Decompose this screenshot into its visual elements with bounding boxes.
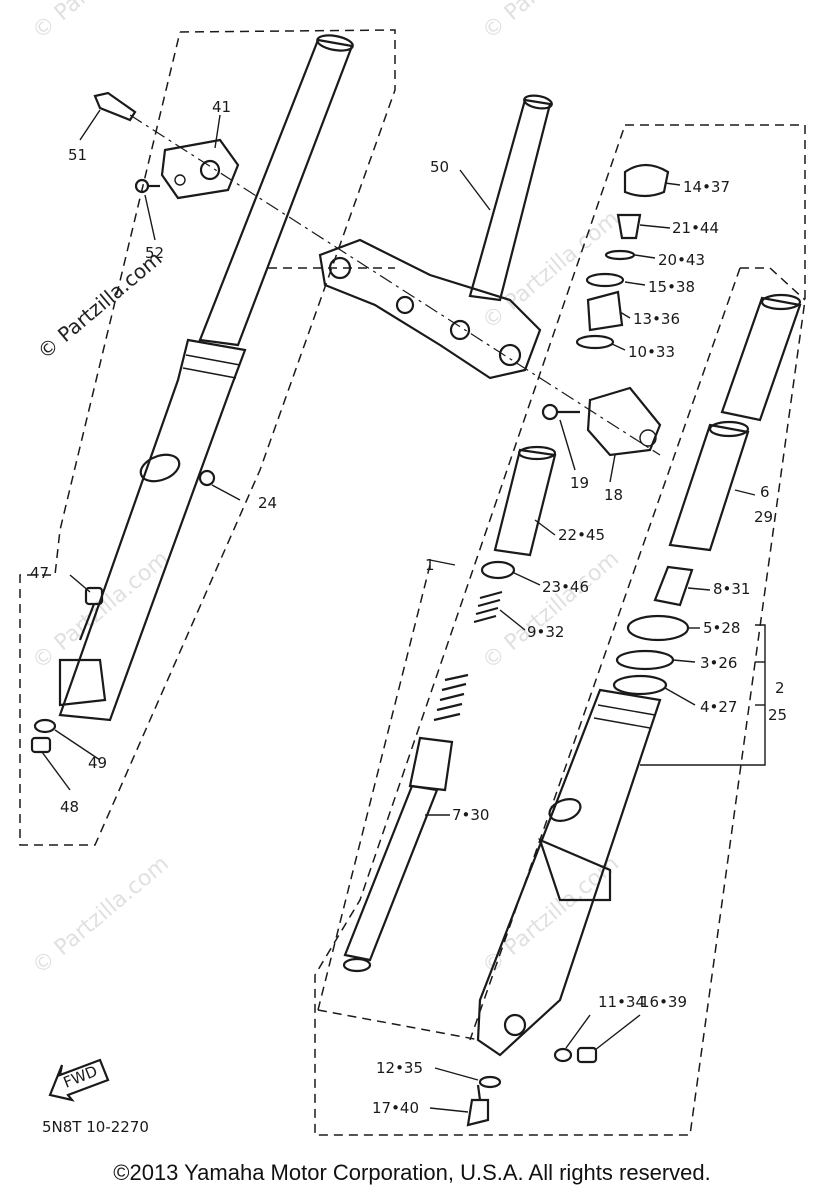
fwd-arrow-icon: FWD <box>48 1058 110 1102</box>
left-outer-tube <box>58 338 247 722</box>
diagram-code: 5N8T 10-2270 <box>42 1118 149 1136</box>
oring-10-33 <box>575 334 615 350</box>
label-8-31: 8•31 <box>713 580 750 598</box>
fwd-label: FWD <box>61 1062 100 1092</box>
spring-upper-6-29 <box>720 293 802 422</box>
oring-20-43 <box>604 249 636 261</box>
spacer-22-45 <box>493 445 557 557</box>
seat-23-46 <box>480 560 516 580</box>
label-20-43: 20•43 <box>658 251 705 269</box>
label-2: 2 <box>775 679 785 697</box>
cartridge-group-line <box>317 564 431 1011</box>
watermark: © Partzilla.com <box>478 206 624 334</box>
washer-15-38 <box>585 272 625 288</box>
clamp-18 <box>586 386 662 457</box>
right-fork-group-outline <box>314 124 806 1136</box>
left-inner-tube <box>198 34 354 347</box>
cap-14-37 <box>623 163 670 198</box>
label-19: 19 <box>570 474 589 492</box>
label-25: 25 <box>768 706 787 724</box>
right-outer-tube <box>476 688 662 1057</box>
bolt-52 <box>134 178 160 194</box>
label-17-40: 17•40 <box>372 1099 419 1117</box>
clip-3-26 <box>615 649 675 671</box>
label-1: 1 <box>425 556 435 574</box>
label-29: 29 <box>754 508 773 526</box>
label-10-33: 10•33 <box>628 343 675 361</box>
copyright-footer: ©2013 Yamaha Motor Corporation, U.S.A. A… <box>113 1160 711 1185</box>
bolt-51 <box>93 91 137 122</box>
watermark: © Partzilla.com <box>478 0 624 45</box>
label-15-38: 15•38 <box>648 278 695 296</box>
collar-8-31 <box>653 565 694 607</box>
label-6: 6 <box>760 483 770 501</box>
label-51: 51 <box>68 146 87 164</box>
label-4-27: 4•27 <box>700 698 737 716</box>
label-23-46: 23•46 <box>542 578 589 596</box>
bolt-17-40 <box>466 1084 490 1127</box>
part-labels: 51 41 52 24 47 49 48 50 14•37 21•44 20•4… <box>30 98 787 1117</box>
label-52: 52 <box>145 244 164 262</box>
label-48: 48 <box>60 798 79 816</box>
spring-lower-6-29 <box>668 420 750 552</box>
washer-49 <box>33 718 57 734</box>
label-47: 47 <box>30 564 49 582</box>
label-3-26: 3•26 <box>700 654 737 672</box>
plug-13-36 <box>586 290 624 332</box>
label-11-34: 11•34 <box>598 993 645 1011</box>
assembly-axis-line <box>129 114 661 456</box>
washer-12-35 <box>478 1075 502 1089</box>
bolt-47 <box>78 586 104 641</box>
spring-lower <box>433 673 469 722</box>
left-fork-group-outline <box>19 29 396 846</box>
label-24: 24 <box>258 494 277 512</box>
label-16-39: 16•39 <box>640 993 687 1011</box>
damper-rod-7-30 <box>342 736 454 973</box>
front-fork-exploded-diagram: © Partzilla.com © Partzilla.com © Partzi… <box>19 0 806 1136</box>
watermark: © Partzilla.com <box>28 851 174 979</box>
label-9-32: 9•32 <box>527 623 564 641</box>
handlebar-clamp-41 <box>160 138 240 200</box>
nut-48 <box>30 736 52 754</box>
label-50: 50 <box>430 158 449 176</box>
leader-lines <box>41 109 766 1113</box>
bolt-19 <box>541 403 580 421</box>
label-14-37: 14•37 <box>683 178 730 196</box>
cartridge-group-line <box>317 1009 481 1041</box>
label-12-35: 12•35 <box>376 1059 423 1077</box>
bolt-16-39 <box>576 1046 598 1064</box>
label-22-45: 22•45 <box>558 526 605 544</box>
spring-9-32 <box>473 590 503 624</box>
label-21-44: 21•44 <box>672 219 719 237</box>
steering-stem-50 <box>318 94 553 380</box>
watermark-dark: © Partzilla.com <box>33 246 167 364</box>
label-49: 49 <box>88 754 107 772</box>
seal-5-28 <box>626 614 690 642</box>
watermarks: © Partzilla.com © Partzilla.com © Partzi… <box>28 0 624 980</box>
outer-tube-group-outline <box>740 267 806 301</box>
valve-21-44 <box>616 213 642 240</box>
label-18: 18 <box>604 486 623 504</box>
watermark: © Partzilla.com <box>28 546 174 674</box>
label-5-28: 5•28 <box>703 619 740 637</box>
label-7-30: 7•30 <box>452 806 489 824</box>
washer-4-27 <box>612 674 668 696</box>
washer-11-34 <box>553 1047 573 1063</box>
watermark: © Partzilla.com <box>28 0 174 45</box>
label-41: 41 <box>212 98 231 116</box>
label-13-36: 13•36 <box>633 310 680 328</box>
